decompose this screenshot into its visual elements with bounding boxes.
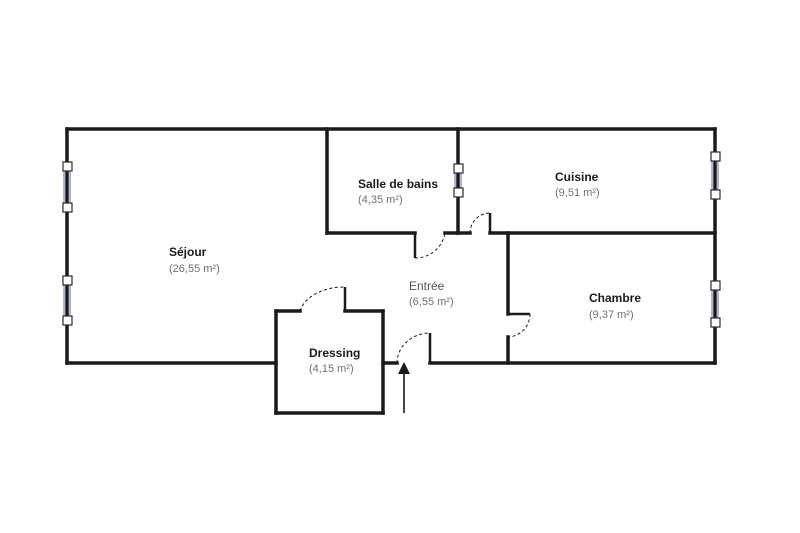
room-area: (9,51 m²) (555, 187, 600, 199)
room-area: (4,15 m²) (309, 363, 354, 375)
walls (65, 127, 717, 415)
room-label-cuisine: Cuisine (9,51 m²) (555, 170, 600, 199)
room-area: (9,37 m²) (589, 309, 634, 321)
room-name: Chambre (589, 291, 641, 305)
room-name: Séjour (169, 245, 207, 259)
room-name: Cuisine (555, 170, 599, 184)
window-cuisine (710, 151, 721, 200)
room-area: (6,55 m²) (409, 296, 454, 308)
window-sejour-top (62, 161, 73, 213)
door-cuisine (469, 212, 492, 234)
room-name: Dressing (309, 346, 360, 360)
door-dressing (299, 286, 347, 312)
room-label-entree: Entrée (6,55 m²) (409, 279, 454, 308)
room-label-sejour: Séjour (26,55 m²) (169, 245, 220, 275)
room-area: (4,35 m²) (358, 194, 403, 206)
door-chambre (507, 312, 531, 338)
doors (299, 212, 531, 364)
window-sdb (453, 163, 464, 198)
windows (62, 151, 721, 328)
room-area: (26,55 m²) (169, 263, 220, 275)
room-label-dressing: Dressing (4,15 m²) (309, 346, 360, 375)
window-sejour-bottom (62, 275, 73, 326)
room-label-salle-de-bains: Salle de bains (4,35 m²) (358, 177, 438, 206)
room-name: Entrée (409, 279, 445, 293)
door-salle-de-bains (413, 232, 446, 259)
entrance-arrow-icon (398, 362, 410, 413)
room-labels: Séjour (26,55 m²) Salle de bains (4,35 m… (169, 170, 641, 375)
door-entree (396, 332, 432, 364)
room-name: Salle de bains (358, 177, 438, 191)
window-chambre (710, 280, 721, 328)
room-label-chambre: Chambre (9,37 m²) (589, 291, 641, 321)
